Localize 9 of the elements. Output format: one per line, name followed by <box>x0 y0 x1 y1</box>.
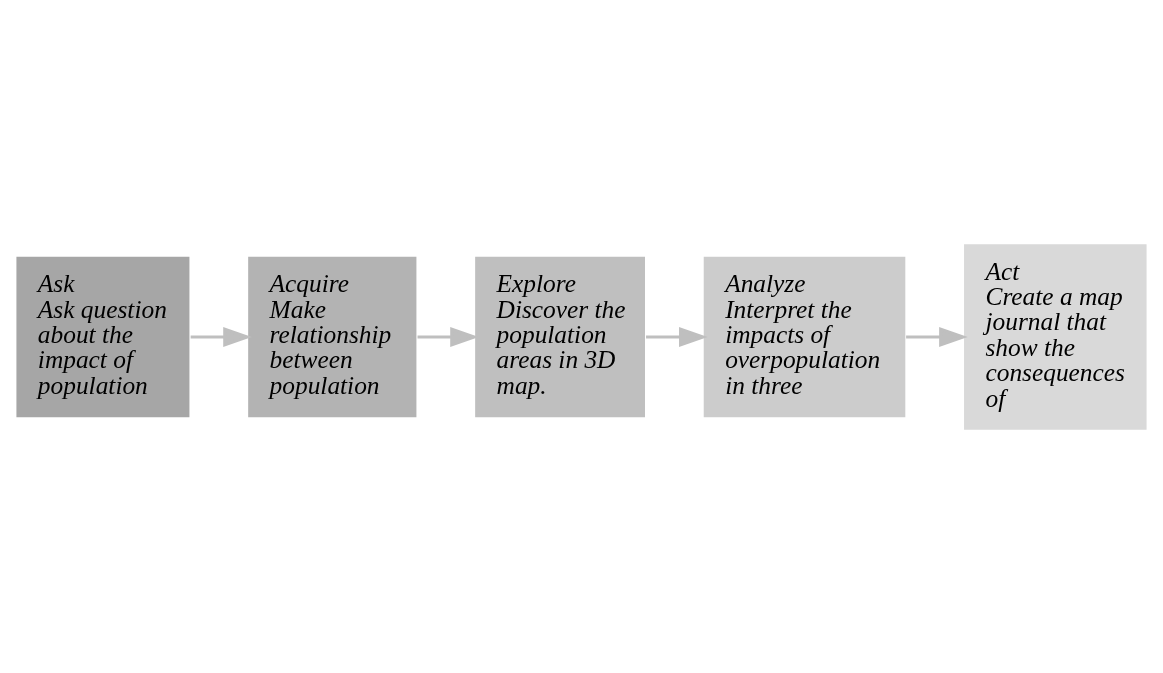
node-box: Ask Ask question about the impact of population <box>14 254 192 419</box>
node-box: Act Create a map journal that show the consequences of <box>962 242 1149 431</box>
node-box: Analyze Interpret the impacts of overpopulation in three <box>702 254 907 419</box>
arrow <box>417 326 479 347</box>
arrow <box>190 326 252 347</box>
arrow <box>646 326 708 347</box>
node-box: Acquire Make relationship between population <box>246 254 418 419</box>
node-box: Explore Discover the population areas in 3D map. <box>473 254 647 419</box>
arrow <box>906 326 968 347</box>
